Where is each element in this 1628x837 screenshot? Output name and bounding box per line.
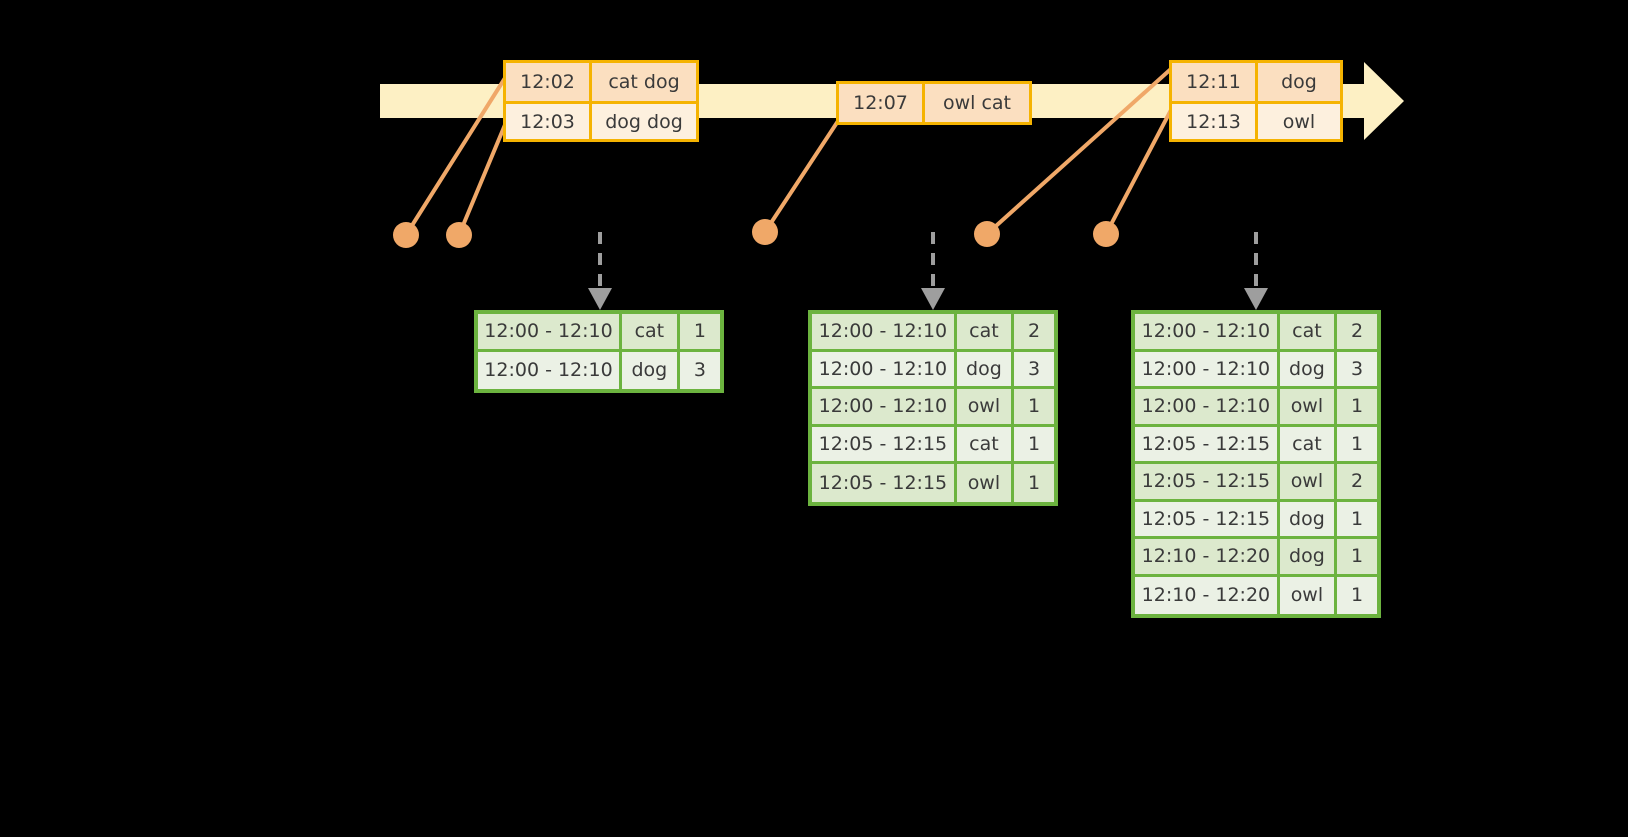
cell-count: 1 xyxy=(1337,539,1377,577)
cell-word: owl xyxy=(1279,576,1338,614)
cell-word: owl xyxy=(1279,389,1338,427)
result-table-1[interactable]: 12:00 - 12:10 cat 1 12:00 - 12:10 dog 3 xyxy=(474,310,724,393)
cell-window: 12:00 - 12:10 xyxy=(478,351,623,389)
event-words: owl xyxy=(1258,104,1340,139)
cell-word: owl xyxy=(956,464,1015,502)
dot-2 xyxy=(446,222,472,248)
cell-count: 2 xyxy=(1337,314,1377,352)
down-arrow-3-head xyxy=(1244,288,1268,310)
table-row[interactable]: 12:00 - 12:10 cat 2 xyxy=(812,314,1054,352)
leader-line-2 xyxy=(457,118,509,237)
table-row[interactable]: 12:05 - 12:15 owl 2 xyxy=(1135,464,1377,502)
cell-word: cat xyxy=(1279,314,1338,352)
cell-window: 12:00 - 12:10 xyxy=(812,314,957,352)
event-group-3[interactable]: 12:11 dog 12:13 owl xyxy=(1169,60,1343,142)
cell-word: cat xyxy=(622,314,680,352)
cell-count: 3 xyxy=(1014,351,1054,389)
leader-line-5 xyxy=(1104,106,1174,236)
table-row[interactable]: 12:00 - 12:10 dog 3 xyxy=(812,351,1054,389)
cell-window: 12:00 - 12:10 xyxy=(812,351,957,389)
table-row[interactable]: 12:10 - 12:20 dog 1 xyxy=(1135,539,1377,577)
table-row[interactable]: 12:00 - 12:10 dog 3 xyxy=(478,351,721,389)
table-row[interactable]: 12:00 - 12:10 dog 3 xyxy=(1135,351,1377,389)
event-time: 12:07 xyxy=(839,84,925,122)
event-row[interactable]: 12:02 cat dog xyxy=(506,63,696,101)
event-words: owl cat xyxy=(925,84,1029,122)
cell-word: dog xyxy=(1279,539,1338,577)
event-dots xyxy=(393,219,1119,248)
table-row[interactable]: 12:00 - 12:10 cat 1 xyxy=(478,314,721,352)
cell-count: 1 xyxy=(1014,389,1054,427)
event-row[interactable]: 12:03 dog dog xyxy=(506,101,696,139)
event-time: 12:13 xyxy=(1172,104,1258,139)
result-table-2[interactable]: 12:00 - 12:10 cat 2 12:00 - 12:10 dog 3 … xyxy=(808,310,1058,506)
cell-window: 12:00 - 12:10 xyxy=(1135,314,1280,352)
cell-count: 1 xyxy=(1337,389,1377,427)
cell-count: 3 xyxy=(679,351,721,389)
event-group-1[interactable]: 12:02 cat dog 12:03 dog dog xyxy=(503,60,699,142)
cell-window: 12:00 - 12:10 xyxy=(478,314,623,352)
cell-window: 12:05 - 12:15 xyxy=(812,464,957,502)
cell-word: cat xyxy=(956,314,1015,352)
cell-window: 12:05 - 12:15 xyxy=(1135,464,1280,502)
event-time: 12:02 xyxy=(506,63,592,101)
cell-count: 1 xyxy=(1014,464,1054,502)
cell-window: 12:10 - 12:20 xyxy=(1135,576,1280,614)
cell-count: 1 xyxy=(1337,576,1377,614)
cell-window: 12:05 - 12:15 xyxy=(1135,426,1280,464)
event-words: dog dog xyxy=(592,104,696,139)
table-row[interactable]: 12:05 - 12:15 cat 1 xyxy=(1135,426,1377,464)
event-time: 12:11 xyxy=(1172,63,1258,101)
cell-count: 2 xyxy=(1014,314,1054,352)
table-row[interactable]: 12:00 - 12:10 cat 2 xyxy=(1135,314,1377,352)
cell-window: 12:00 - 12:10 xyxy=(1135,351,1280,389)
table-row[interactable]: 12:00 - 12:10 owl 1 xyxy=(1135,389,1377,427)
cell-word: owl xyxy=(1279,464,1338,502)
cell-word: dog xyxy=(1279,501,1338,539)
leader-line-1 xyxy=(404,76,507,237)
event-words: cat dog xyxy=(592,63,696,101)
event-row[interactable]: 12:11 dog xyxy=(1172,63,1340,101)
event-words: dog xyxy=(1258,63,1340,101)
cell-word: cat xyxy=(956,426,1015,464)
cell-count: 2 xyxy=(1337,464,1377,502)
table-row[interactable]: 12:05 - 12:15 cat 1 xyxy=(812,426,1054,464)
cell-window: 12:05 - 12:15 xyxy=(1135,501,1280,539)
cell-window: 12:00 - 12:10 xyxy=(1135,389,1280,427)
leader-line-3 xyxy=(763,116,842,234)
cell-count: 1 xyxy=(1014,426,1054,464)
cell-count: 1 xyxy=(679,314,721,352)
result-table-3[interactable]: 12:00 - 12:10 cat 2 12:00 - 12:10 dog 3 … xyxy=(1131,310,1381,618)
table-row[interactable]: 12:10 - 12:20 owl 1 xyxy=(1135,576,1377,614)
event-row[interactable]: 12:07 owl cat xyxy=(839,84,1029,122)
cell-word: owl xyxy=(956,389,1015,427)
cell-word: cat xyxy=(1279,426,1338,464)
down-arrows xyxy=(588,232,1268,310)
cell-window: 12:05 - 12:15 xyxy=(812,426,957,464)
table-row[interactable]: 12:05 - 12:15 dog 1 xyxy=(1135,501,1377,539)
dot-3 xyxy=(752,219,778,245)
cell-word: dog xyxy=(622,351,680,389)
cell-word: dog xyxy=(956,351,1015,389)
dot-5 xyxy=(1093,221,1119,247)
event-time: 12:03 xyxy=(506,104,592,139)
event-row[interactable]: 12:13 owl xyxy=(1172,101,1340,139)
cell-window: 12:00 - 12:10 xyxy=(812,389,957,427)
table-row[interactable]: 12:00 - 12:10 owl 1 xyxy=(812,389,1054,427)
down-arrow-2-head xyxy=(921,288,945,310)
cell-word: dog xyxy=(1279,351,1338,389)
cell-count: 1 xyxy=(1337,426,1377,464)
table-row[interactable]: 12:05 - 12:15 owl 1 xyxy=(812,464,1054,502)
cell-count: 1 xyxy=(1337,501,1377,539)
dot-1 xyxy=(393,222,419,248)
dot-4 xyxy=(974,221,1000,247)
cell-window: 12:10 - 12:20 xyxy=(1135,539,1280,577)
down-arrow-1-head xyxy=(588,288,612,310)
event-group-2[interactable]: 12:07 owl cat xyxy=(836,81,1032,125)
cell-count: 3 xyxy=(1337,351,1377,389)
